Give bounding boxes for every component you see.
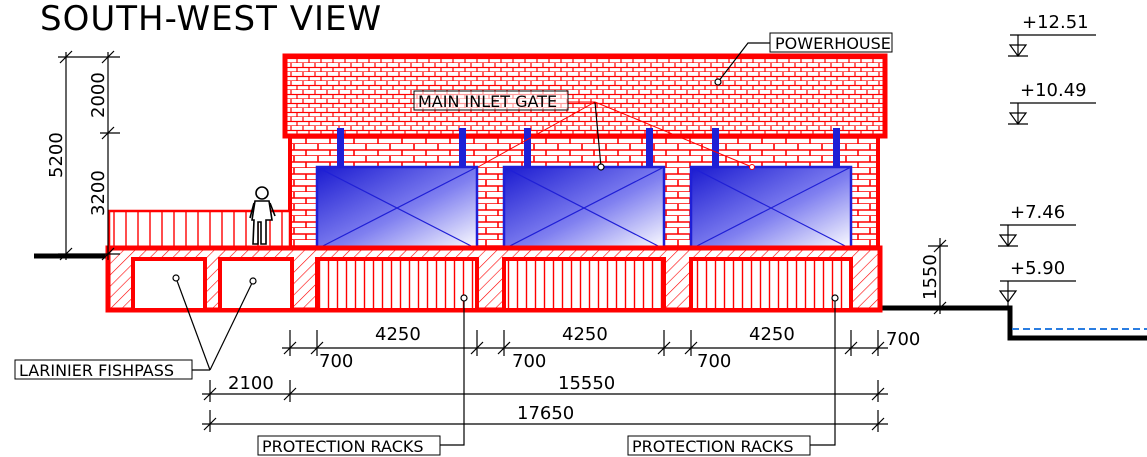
svg-text:+5.90: +5.90 [1010, 258, 1065, 279]
svg-text:+7.46: +7.46 [1010, 202, 1065, 223]
label-protection-racks-left: PROTECTION RACKS [257, 435, 441, 456]
fishpass-opening-2 [218, 257, 294, 312]
inlet-gate-1 [315, 165, 479, 251]
dimension-overall [202, 410, 888, 432]
protection-rack-3 [689, 257, 853, 312]
powerhouse-roof [282, 53, 888, 139]
protection-rack-1 [315, 257, 479, 312]
gate-stems [337, 128, 840, 168]
label-powerhouse: POWERHOUSE [769, 32, 893, 53]
dimension-label-gate-3: 4250 [749, 324, 795, 345]
dimension-label-17650: 17650 [517, 403, 574, 424]
view-title: SOUTH-WEST VIEW [40, 0, 382, 39]
level-marker-4: +5.90 [998, 258, 1076, 306]
dimension-label-gate-1: 4250 [375, 324, 421, 345]
inlet-gate-2 [502, 165, 666, 251]
dimension-label-pier-4: 700 [886, 329, 920, 350]
label-main-inlet-gate: MAIN INLET GATE [413, 90, 569, 111]
level-marker-2: +10.49 [1008, 80, 1096, 126]
dimension-label-pier-2: 700 [512, 351, 546, 372]
fishpass-opening-1 [131, 257, 207, 312]
dimension-label-pier-1: 700 [319, 351, 353, 372]
svg-text:PROTECTION RACKS: PROTECTION RACKS [632, 437, 794, 456]
dimension-label-1550: 1550 [920, 254, 941, 300]
svg-text:+10.49: +10.49 [1020, 80, 1087, 101]
inlet-gate-3 [689, 165, 853, 251]
svg-text:LARINIER FISHPASS: LARINIER FISHPASS [19, 361, 174, 380]
level-marker-3: +7.46 [998, 202, 1076, 248]
label-protection-racks-right: PROTECTION RACKS [627, 435, 811, 456]
dimension-label-15550: 15550 [558, 373, 615, 394]
dimension-right-vertical [928, 238, 948, 315]
svg-text:+12.51: +12.51 [1022, 12, 1089, 33]
ground-line-right [880, 305, 1147, 341]
dimension-chain-spans [202, 380, 888, 402]
dimension-left-vertical [58, 50, 120, 261]
dimension-label-5200: 5200 [46, 132, 67, 178]
dimension-label-2100: 2100 [228, 373, 274, 394]
dimension-label-2000: 2000 [88, 72, 109, 118]
svg-text:PROTECTION RACKS: PROTECTION RACKS [262, 437, 424, 456]
protection-rack-2 [502, 257, 666, 312]
dimension-label-3200: 3200 [88, 170, 109, 216]
svg-text:POWERHOUSE: POWERHOUSE [775, 34, 891, 53]
level-marker-1: +12.51 [1008, 12, 1096, 58]
leader-lines [172, 42, 839, 446]
svg-text:MAIN INLET GATE: MAIN INLET GATE [418, 92, 557, 111]
dimension-label-pier-3: 700 [697, 351, 731, 372]
label-larinier-fishpass: LARINIER FISHPASS [14, 359, 193, 380]
dimension-label-gate-2: 4250 [562, 324, 608, 345]
person-figure [249, 186, 276, 245]
dimension-chain-gates [282, 330, 888, 356]
